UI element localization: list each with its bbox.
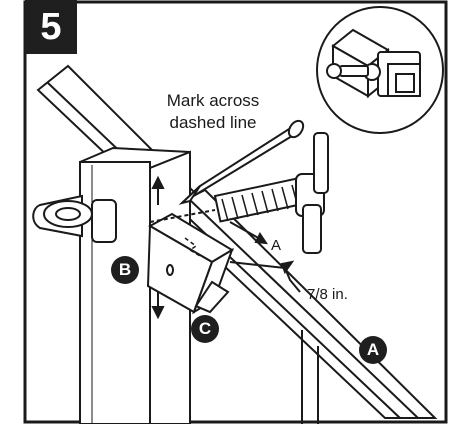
- rail-collar: [146, 212, 234, 315]
- step-number: 5: [40, 5, 62, 48]
- measurement-label: 7/8 in.: [307, 286, 348, 303]
- baluster: [301, 330, 319, 424]
- frame-border: [23, 0, 448, 424]
- measurement-lines: [229, 260, 301, 293]
- step-number-box: 5: [25, 0, 77, 54]
- badge-a-label: A: [366, 340, 380, 359]
- mark-note-line-1: Mark across: [166, 91, 260, 110]
- mark-note-line-2: dashed line: [169, 113, 257, 132]
- badge-b-label: B: [118, 260, 132, 279]
- badge-a: A: [359, 336, 387, 364]
- pencil: [178, 119, 305, 205]
- dim-a-arrow: [229, 221, 269, 245]
- screw-clamp: [213, 132, 329, 254]
- badge-b: B: [111, 256, 139, 284]
- badge-c-label: C: [198, 319, 212, 338]
- dimension-a-label: A: [271, 237, 282, 254]
- inset-detail: [316, 6, 444, 134]
- movement-arrows: [151, 175, 165, 320]
- mark-note: Mark across dashed line: [148, 90, 278, 134]
- bracket-clamp: [32, 194, 117, 243]
- badge-c: C: [191, 315, 219, 343]
